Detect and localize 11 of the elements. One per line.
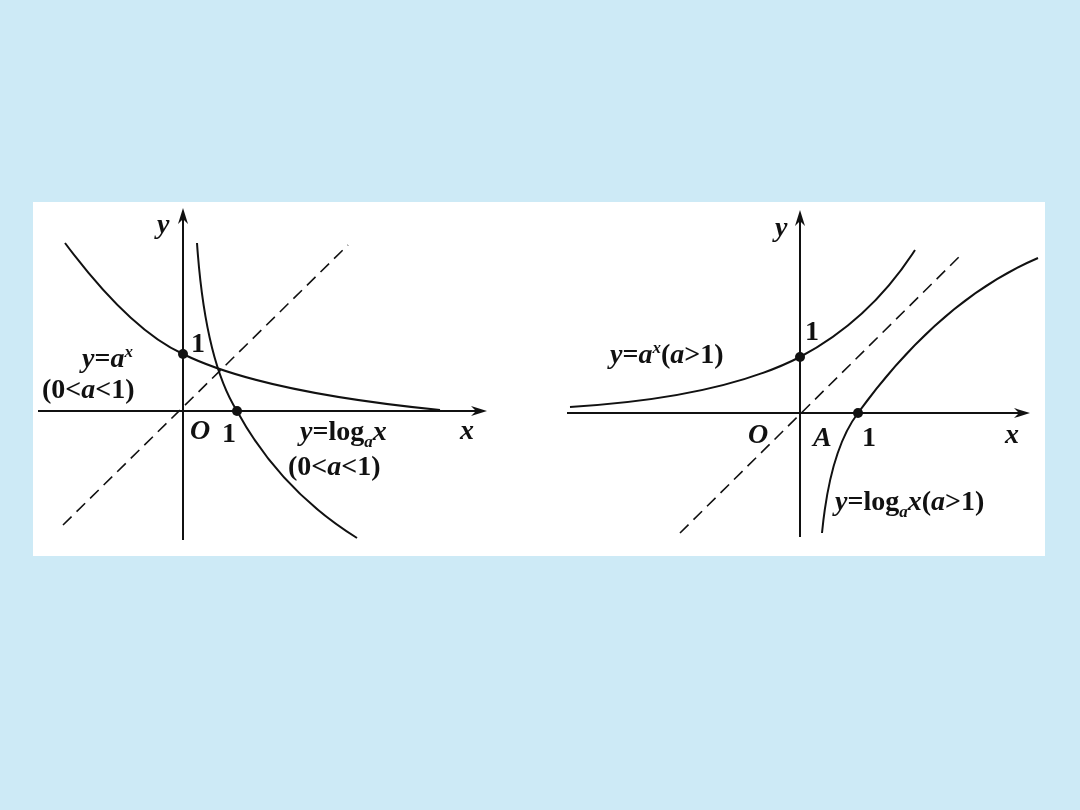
axis-label: x	[1005, 420, 1019, 448]
axis-label: x	[460, 416, 474, 444]
graph-label: (0<a<1)	[42, 375, 135, 403]
graph-label: 1	[862, 423, 876, 451]
axis-label: O	[190, 416, 211, 444]
axis-label: O	[748, 420, 769, 448]
graph-label: 1	[805, 317, 819, 345]
graph-label: (0<a<1)	[288, 452, 381, 480]
graph-label: 1	[191, 329, 205, 357]
axis-label: A	[813, 423, 832, 451]
graph-label: 1	[222, 419, 236, 447]
